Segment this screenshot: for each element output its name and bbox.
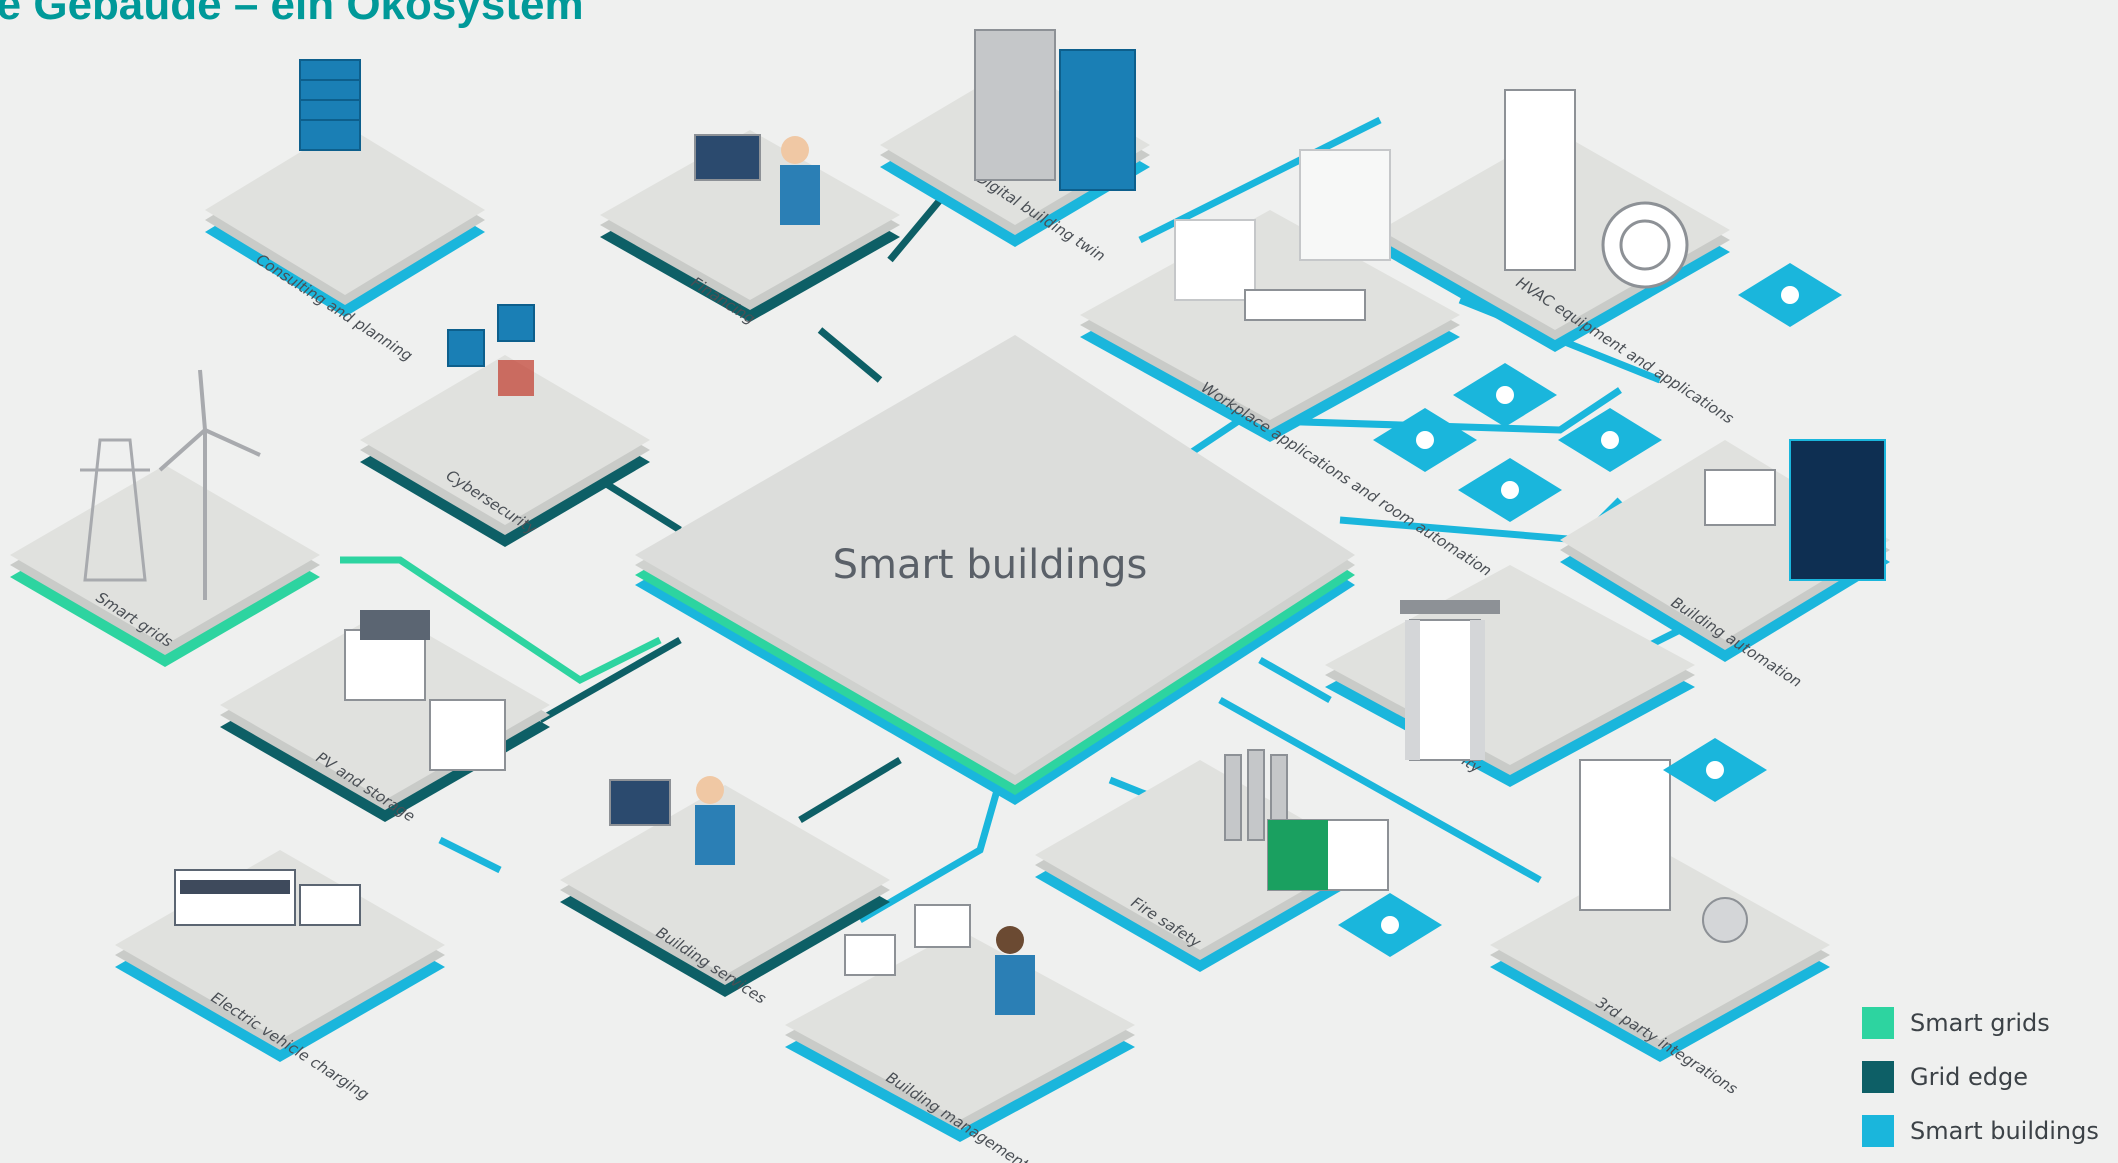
fire-extinguisher-icon [1224,749,1389,891]
link-smartgrids [340,556,662,685]
center-platform: Smart buildings [635,335,1355,805]
tile-consulting: Consulting and planning [205,125,485,365]
tile-top [1490,850,1830,1040]
security-gate-icon [1400,600,1500,761]
link-pv [538,636,682,724]
pylon-icon [80,438,150,582]
tile-top [560,785,890,975]
hvac-equipment-icon [1504,89,1689,289]
link-twin [887,197,943,263]
tile-management: Building management [785,930,1135,1163]
legend-swatch [1862,1007,1894,1039]
link-management [858,779,1004,924]
cybersecurity-icon [447,304,535,396]
building-icon [974,29,1136,191]
tile-smartgrids: Smart grids [10,465,320,667]
legend-label: Smart grids [1910,1009,2050,1037]
link-cyber [598,477,682,533]
center-label: Smart buildings [833,542,1148,588]
legend-label: Smart buildings [1910,1117,2099,1145]
tile-top [785,930,1135,1120]
thermometer-icon [1738,263,1842,327]
wind-turbine-icon [158,369,261,600]
tile-top [600,130,900,300]
illustrations [80,29,1886,1015]
laptop-financing-icon [694,134,820,225]
tile-services: Building services [560,785,890,1008]
tile-cyber: Cybersecurity [360,355,650,547]
tile-top [360,355,650,525]
legend-item-smart-grids: Smart grids [1862,996,2099,1050]
link-security [1258,656,1332,704]
solar-battery-icon [344,610,506,771]
bus-icon [174,869,361,926]
building-automation-server-icon [1704,439,1886,581]
laptop-services-icon [609,776,735,865]
link-financing [817,327,883,383]
link-ev [438,836,502,874]
service-badges [1338,263,1842,957]
server-rack-icon [299,59,361,151]
room-display-icon [1458,458,1562,522]
legend-swatch [1862,1061,1894,1093]
presence-sensor-icon [1558,408,1662,472]
tile-top [10,465,320,645]
legend: Smart grids Grid edge Smart buildings [1862,996,2099,1158]
tile-financing: Financing [600,130,900,328]
camera-icon [1663,738,1767,802]
pipes-icon [1579,759,1748,943]
page-title: te Gebäude – ein Ökosystem [0,0,584,29]
link-thirdparty [1218,696,1542,884]
workplace-icon [1174,149,1391,321]
legend-item-grid-edge: Grid edge [1862,1050,2099,1104]
blinds-icon [1373,408,1477,472]
legend-label: Grid edge [1910,1063,2028,1091]
flame-icon [1338,893,1442,957]
legend-swatch [1862,1115,1894,1147]
link-services [798,756,902,824]
light-bulb-icon [1453,363,1557,427]
legend-item-smart-buildings: Smart buildings [1862,1104,2099,1158]
tile-top [205,125,485,295]
monitors-management-icon [844,904,1035,1015]
